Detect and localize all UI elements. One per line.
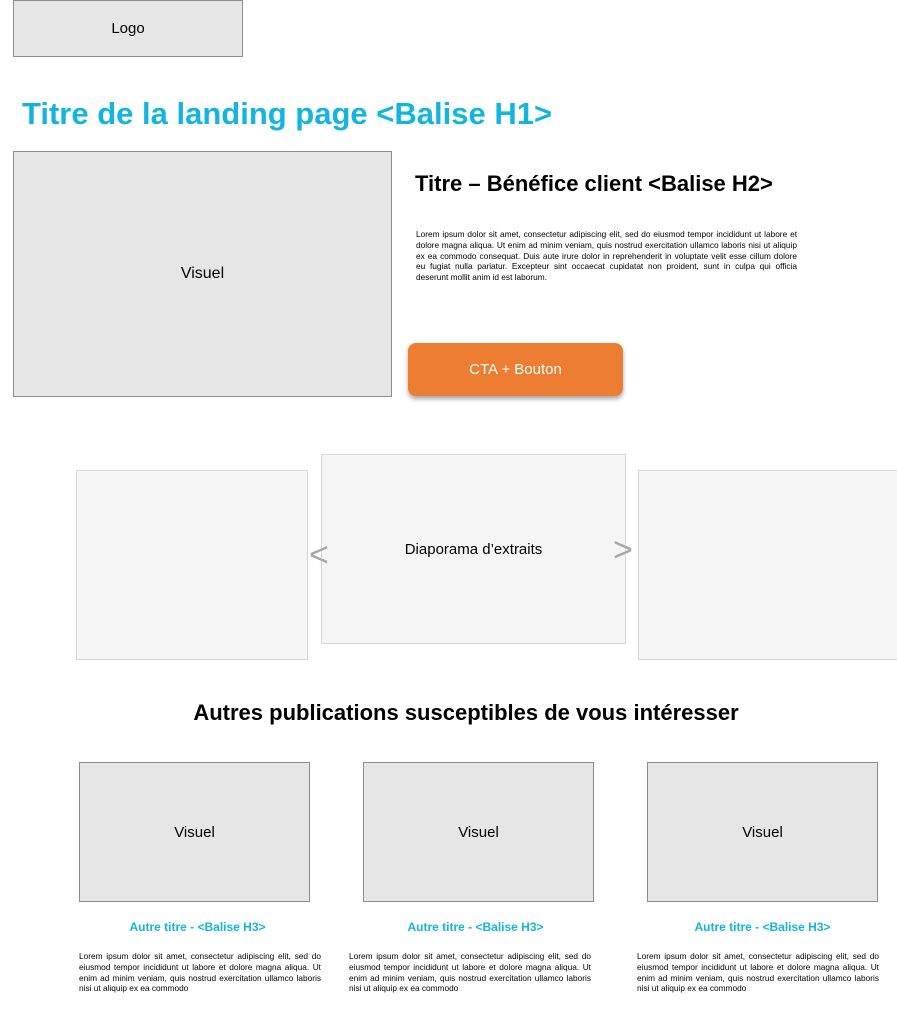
hero-visual-label: Visuel: [180, 265, 225, 282]
related-visual-2[interactable]: Visuel: [363, 762, 594, 902]
related-title-2[interactable]: Autre titre - <Balise H3>: [407, 920, 544, 934]
hero-title: Titre – Bénéfice client <Balise H2>: [415, 171, 773, 196]
page-title: Titre de la landing page <Balise H1>: [22, 96, 553, 131]
related-excerpt-3: Lorem ipsum dolor sit amet, consectetur …: [637, 951, 879, 994]
related-visual-3[interactable]: Visuel: [647, 762, 878, 902]
logo[interactable]: Logo: [13, 0, 243, 57]
carousel-slide-label: Diaporama d’extraits: [404, 540, 543, 558]
logo-label: Logo: [111, 20, 145, 37]
related-excerpt-2: Lorem ipsum dolor sit amet, consectetur …: [349, 951, 591, 994]
related-excerpt-1: Lorem ipsum dolor sit amet, consectetur …: [79, 951, 321, 994]
related-visual-label: Visuel: [742, 823, 783, 841]
related-visual-label: Visuel: [174, 823, 215, 841]
related-heading: Autres publications susceptibles de vous…: [193, 700, 739, 725]
related-visual-label: Visuel: [458, 823, 499, 841]
carousel-next-arrow-icon[interactable]: >: [613, 531, 633, 569]
hero-body-text: Lorem ipsum dolor sit amet, consectetur …: [416, 229, 797, 283]
carousel-slide-current[interactable]: Diaporama d’extraits: [321, 454, 626, 644]
related-title-3[interactable]: Autre titre - <Balise H3>: [694, 920, 831, 934]
carousel-slide-next[interactable]: [638, 470, 897, 660]
cta-button-label: CTA + Bouton: [469, 361, 562, 378]
cta-button[interactable]: CTA + Bouton: [408, 343, 623, 396]
related-visual-1[interactable]: Visuel: [79, 762, 310, 902]
hero-visual: Visuel: [13, 151, 392, 397]
carousel-prev-arrow-icon[interactable]: <: [309, 536, 329, 574]
carousel-slide-previous[interactable]: [76, 470, 308, 660]
related-title-1[interactable]: Autre titre - <Balise H3>: [129, 920, 266, 934]
